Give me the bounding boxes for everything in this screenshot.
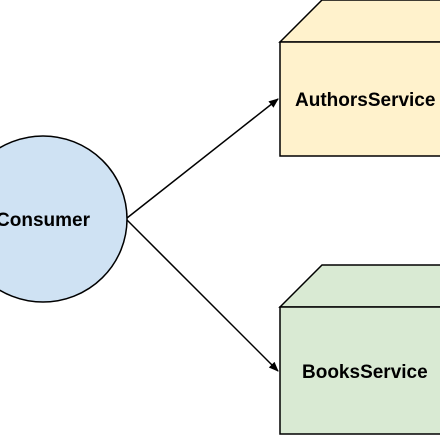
- node-authors-service[interactable]: AuthorsService: [278, 0, 440, 157]
- edge-consumer-to-books-service: [126, 219, 279, 372]
- consumer-ellipse: [0, 135, 128, 303]
- node-books-service[interactable]: BooksService: [278, 264, 440, 435]
- consumer-label: Consumer: [0, 210, 91, 231]
- authors-service-front-face: [279, 41, 440, 157]
- books-service-top-face: [278, 264, 440, 308]
- node-consumer[interactable]: Consumer: [0, 135, 128, 303]
- books-service-label: BooksService: [302, 362, 428, 383]
- authors-service-top-face: [278, 0, 440, 43]
- books-service-front-face: [279, 306, 440, 435]
- edge-consumer-to-authors-service: [126, 98, 279, 219]
- authors-service-label: AuthorsService: [295, 90, 435, 111]
